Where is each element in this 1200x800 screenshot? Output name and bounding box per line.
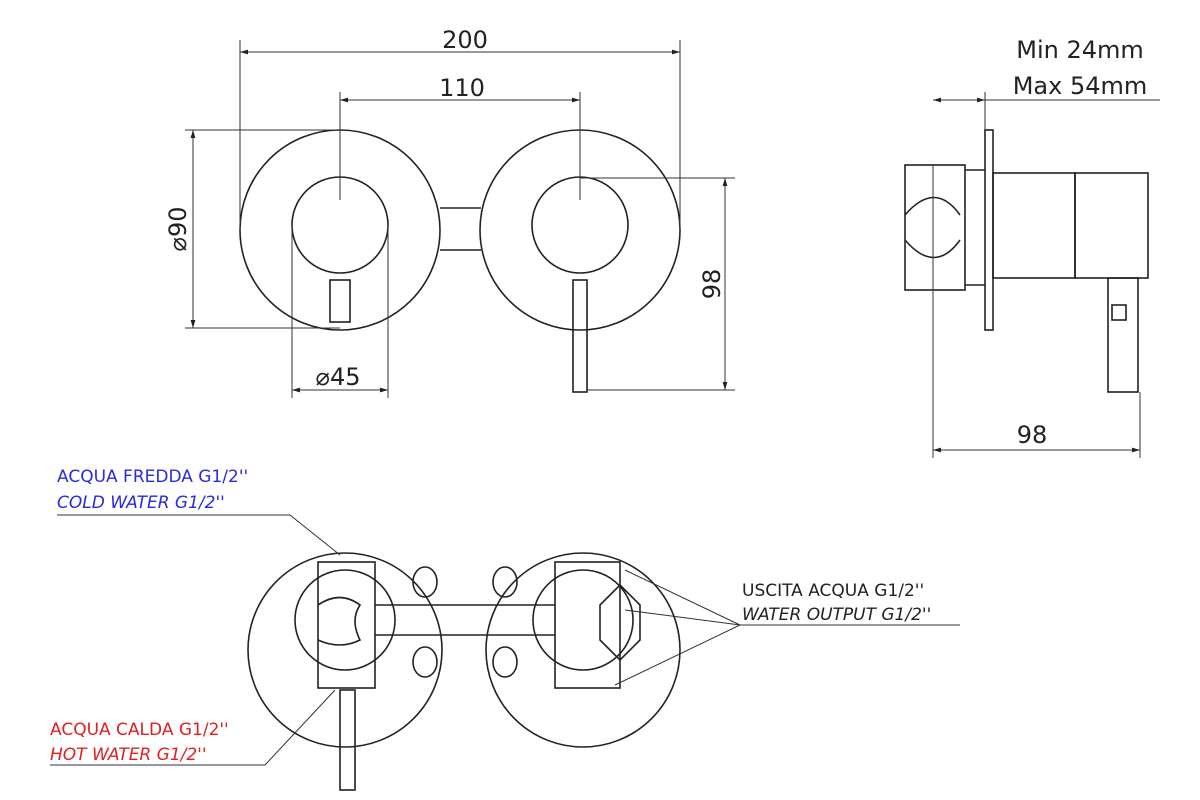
label-hot-en: HOT WATER G1/2'' <box>50 745 207 765</box>
wall-max: Max 54mm <box>1013 72 1148 100</box>
label-cold-en: COLD WATER G1/2'' <box>57 493 225 513</box>
dim-total-width: 200 <box>442 26 488 54</box>
bottom-view: ACQUA FREDDA G1/2'' COLD WATER G1/2'' AC… <box>50 467 960 791</box>
label-out-it: USCITA ACQUA G1/2'' <box>742 581 924 601</box>
label-out-en: WATER OUTPUT G1/2'' <box>742 605 931 625</box>
front-view: 200 110 ⌀90 ⌀45 98 <box>164 26 735 398</box>
side-view: Min 24mm Max 54mm 98 <box>904 36 1160 458</box>
dim-plate-diameter: ⌀90 <box>164 207 192 252</box>
dim-side-depth: 98 <box>1017 421 1048 449</box>
label-hot-it: ACQUA CALDA G1/2'' <box>50 720 229 740</box>
label-cold-it: ACQUA FREDDA G1/2'' <box>57 467 248 487</box>
wall-min: Min 24mm <box>1016 36 1144 64</box>
dim-front-height: 98 <box>698 269 726 300</box>
dim-center-distance: 110 <box>439 74 485 102</box>
dim-handle-diameter: ⌀45 <box>316 363 361 391</box>
